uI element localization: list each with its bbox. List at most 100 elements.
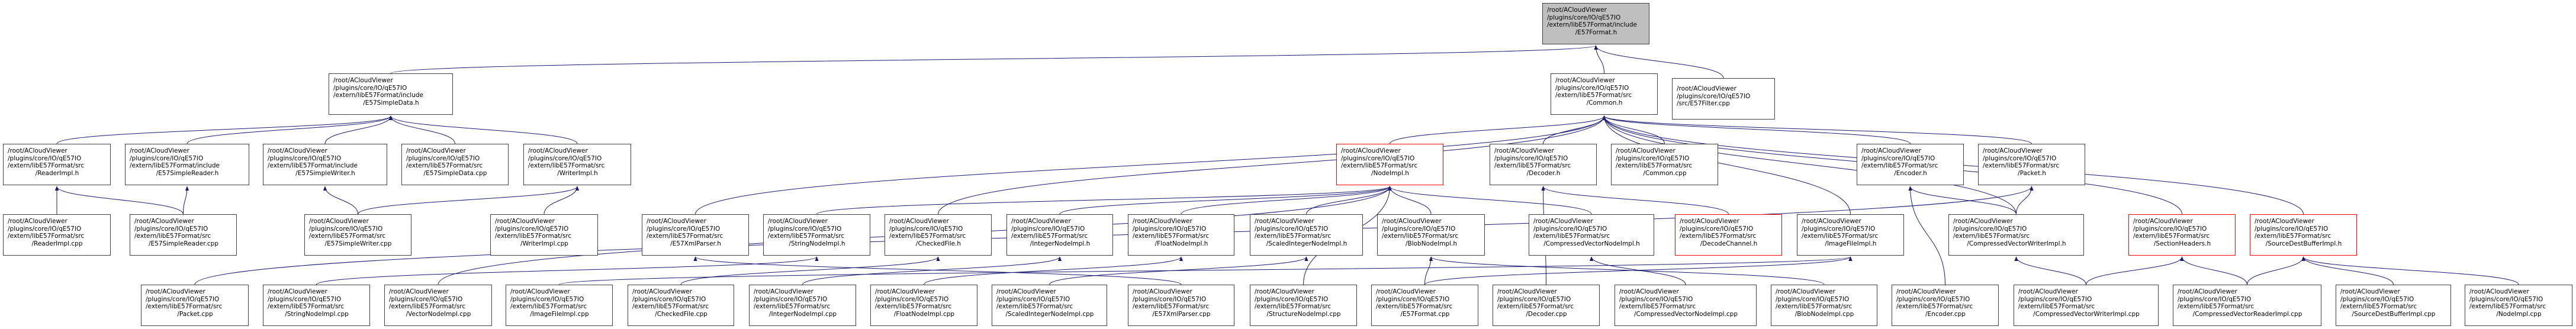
dependency-edge-e57-xml-parser-cpp-to-e57-xml-parser-h	[693, 256, 1182, 285]
node-label-line: /root/ACloudViewer	[1133, 288, 1192, 295]
graph-node-writer-impl-h[interactable]: /root/ACloudViewer/plugins/core/IO/qE57I…	[523, 144, 631, 185]
node-label-line: /Common.h	[1586, 99, 1623, 107]
graph-node-float-node-impl-cpp[interactable]: /root/ACloudViewer/plugins/core/IO/qE57I…	[870, 285, 977, 326]
graph-node-e57-simple-writer-h[interactable]: /root/ACloudViewer/plugins/core/IO/qE57I…	[263, 144, 387, 185]
node-label-line: /plugins/core/IO/qE57IO	[1255, 295, 1329, 303]
graph-node-decoder-h[interactable]: /root/ACloudViewer/plugins/core/IO/qE57I…	[1490, 144, 1597, 185]
node-label-line: /root/ACloudViewer	[1547, 7, 1607, 14]
graph-node-blob-node-impl-cpp[interactable]: /root/ACloudViewer/plugins/core/IO/qE57I…	[1771, 285, 1877, 326]
node-label-line: /plugins/core/IO/qE57IO	[1616, 154, 1690, 162]
graph-node-integer-node-impl-cpp[interactable]: /root/ACloudViewer/plugins/core/IO/qE57I…	[749, 285, 856, 326]
graph-node-compressed-vector-node-impl-cpp[interactable]: /root/ACloudViewer/plugins/core/IO/qE57I…	[1615, 285, 1757, 326]
graph-node-blob-node-impl-h[interactable]: /root/ACloudViewer/plugins/core/IO/qE57I…	[1377, 214, 1485, 256]
node-label-line: /root/ACloudViewer	[1376, 288, 1436, 295]
node-label-line: /extern/libE57Format/src	[406, 162, 483, 170]
graph-node-e57-simple-data-h[interactable]: /root/ACloudViewer/plugins/core/IO/qE57I…	[329, 73, 453, 115]
node-label-line: /extern/libE57Format/src	[389, 303, 466, 311]
node-label-line: /plugins/core/IO/qE57IO	[1376, 295, 1450, 303]
node-label-line: /root/ACloudViewer	[2469, 288, 2529, 295]
node-label-line: /Encoder.h	[1894, 169, 1927, 177]
graph-node-decode-channel-h[interactable]: /root/ACloudViewer/plugins/core/IO/qE57I…	[1675, 214, 1782, 256]
node-label-line: /root/ACloudViewer	[268, 147, 327, 154]
dependency-edge-compressed-vector-writer-impl-cpp-to-compressed-vector-writer-impl-h	[2014, 256, 2086, 285]
graph-node-reader-impl-h[interactable]: /root/ACloudViewer/plugins/core/IO/qE57I…	[3, 144, 111, 185]
graph-node-encoder-cpp[interactable]: /root/ACloudViewer/plugins/core/IO/qE57I…	[1892, 285, 1999, 326]
node-label-line: /extern/libE57Format/src	[632, 303, 709, 311]
graph-node-e57-simple-reader-cpp[interactable]: /root/ACloudViewer/plugins/core/IO/qE57I…	[130, 214, 237, 256]
node-label-line: /extern/libE57Format/src	[268, 303, 345, 311]
graph-node-compressed-vector-reader-impl-cpp[interactable]: /root/ACloudViewer/plugins/core/IO/qE57I…	[2173, 285, 2321, 326]
node-label-line: /extern/libE57Format/src	[8, 162, 85, 170]
node-label-line: /SectionHeaders.h	[2153, 240, 2211, 247]
graph-node-vector-node-impl-cpp[interactable]: /root/ACloudViewer/plugins/core/IO/qE57I…	[384, 285, 492, 326]
node-label-line: /root/ACloudViewer	[1255, 218, 1314, 225]
dependency-edge-e57-format-cpp-to-image-file-impl-h	[1424, 256, 1853, 285]
graph-node-float-node-impl-h[interactable]: /root/ACloudViewer/plugins/core/IO/qE57I…	[1128, 214, 1234, 256]
graph-node-image-file-impl-cpp[interactable]: /root/ACloudViewer/plugins/core/IO/qE57I…	[506, 285, 613, 326]
dependency-edge-encoder-h-to-common-h	[1602, 115, 1911, 144]
graph-node-checked-file-cpp[interactable]: /root/ACloudViewer/plugins/core/IO/qE57I…	[628, 285, 734, 326]
graph-node-node-impl-h[interactable]: /root/ACloudViewer/plugins/core/IO/qE57I…	[1336, 144, 1443, 185]
dependency-edge-checked-file-h-to-common-h	[938, 115, 1606, 215]
graph-node-common-h[interactable]: /root/ACloudViewer/plugins/core/IO/qE57I…	[1551, 73, 1658, 115]
graph-node-structure-node-impl-cpp[interactable]: /root/ACloudViewer/plugins/core/IO/qE57I…	[1250, 285, 1357, 326]
node-label-line: /root/ACloudViewer	[647, 218, 706, 225]
dependency-edge-compressed-vector-writer-impl-h-to-common-h	[1602, 115, 2017, 215]
node-label-line: /plugins/core/IO/qE57IO	[768, 225, 842, 233]
dependency-edge-string-node-impl-h-to-node-impl-h	[816, 186, 1392, 215]
graph-node-e57-xml-parser-cpp[interactable]: /root/ACloudViewer/plugins/core/IO/qE57I…	[1128, 285, 1234, 326]
graph-node-e57-simple-writer-cpp[interactable]: /root/ACloudViewer/plugins/core/IO/qE57I…	[304, 214, 411, 256]
graph-node-node-impl-cpp[interactable]: /root/ACloudViewer/plugins/core/IO/qE57I…	[2465, 285, 2572, 326]
node-label-line: /plugins/core/IO/qE57IO	[130, 154, 204, 162]
node-label-line: /extern/libE57Format/src	[1533, 233, 1610, 240]
node-label-line: /src/E57Filter.cpp	[1677, 100, 1730, 108]
graph-node-checked-file-h[interactable]: /root/ACloudViewer/plugins/core/IO/qE57I…	[885, 214, 992, 256]
graph-node-compressed-vector-writer-impl-cpp[interactable]: /root/ACloudViewer/plugins/core/IO/qE57I…	[2014, 285, 2159, 326]
graph-node-source-dest-buffer-impl-cpp[interactable]: /root/ACloudViewer/plugins/core/IO/qE57I…	[2336, 285, 2451, 326]
node-label-line: /plugins/core/IO/qE57IO	[1680, 225, 1754, 233]
graph-node-section-headers-h[interactable]: /root/ACloudViewer/plugins/core/IO/qE57I…	[2128, 214, 2236, 256]
graph-node-e57-format-h[interactable]: /root/ACloudViewer/plugins/core/IO/qE57I…	[1542, 3, 1649, 44]
graph-node-packet-cpp[interactable]: /root/ACloudViewer/plugins/core/IO/qE57I…	[141, 285, 249, 326]
graph-node-packet-h[interactable]: /root/ACloudViewer/plugins/core/IO/qE57I…	[1978, 144, 2085, 185]
graph-node-scaled-integer-node-impl-cpp[interactable]: /root/ACloudViewer/plugins/core/IO/qE57I…	[992, 285, 1107, 326]
node-label-line: /root/ACloudViewer	[2133, 218, 2193, 225]
node-label-line: /extern/libE57Format/src	[1494, 162, 1571, 170]
node-label-line: /extern/libE57Format/src	[875, 303, 952, 311]
node-label-line: /root/ACloudViewer	[1619, 288, 1679, 295]
graph-node-e57-simple-data-cpp[interactable]: /root/ACloudViewer/plugins/core/IO/qE57I…	[401, 144, 509, 185]
node-label-line: /extern/libE57Format/src	[1953, 233, 2030, 240]
dependency-edge-image-file-impl-cpp-to-image-file-impl-h	[559, 256, 1852, 285]
dependency-edge-float-node-impl-h-to-node-impl-h	[1181, 186, 1392, 215]
graph-node-string-node-impl-h[interactable]: /root/ACloudViewer/plugins/core/IO/qE57I…	[763, 214, 870, 256]
node-label-line: /root/ACloudViewer	[1680, 218, 1739, 225]
graph-node-e57-format-cpp[interactable]: /root/ACloudViewer/plugins/core/IO/qE57I…	[1371, 285, 1478, 326]
dependency-edge-reader-impl-h-to-e57-simple-data-h	[56, 115, 393, 144]
node-label-line: /extern/libE57Format/include	[130, 162, 220, 170]
graph-node-e57-filter-cpp[interactable]: /root/ACloudViewer/plugins/core/IO/qE57I…	[1672, 78, 1775, 120]
node-label-line: /Decoder.cpp	[1526, 310, 1567, 318]
graph-node-compressed-vector-writer-impl-h[interactable]: /root/ACloudViewer/plugins/core/IO/qE57I…	[1948, 214, 2084, 256]
node-label-line: /root/ACloudViewer	[1382, 218, 1442, 225]
node-label-line: /root/ACloudViewer	[309, 218, 369, 225]
dependency-edge-float-node-impl-cpp-to-float-node-impl-h	[924, 256, 1184, 285]
graph-node-decoder-cpp[interactable]: /root/ACloudViewer/plugins/core/IO/qE57I…	[1493, 285, 1600, 326]
graph-node-common-cpp[interactable]: /root/ACloudViewer/plugins/core/IO/qE57I…	[1611, 144, 1718, 185]
node-label-line: /SourceDestBufferImpl.h	[2265, 240, 2342, 247]
graph-node-writer-impl-cpp[interactable]: /root/ACloudViewer/plugins/core/IO/qE57I…	[490, 214, 598, 256]
node-label-line: /E57XmlParser.h	[670, 240, 721, 247]
graph-node-image-file-impl-h[interactable]: /root/ACloudViewer/plugins/core/IO/qE57I…	[1797, 214, 1904, 256]
node-label-line: /plugins/core/IO/qE57IO	[1133, 225, 1207, 233]
graph-node-reader-impl-cpp[interactable]: /root/ACloudViewer/plugins/core/IO/qE57I…	[3, 214, 111, 256]
graph-node-e57-simple-reader-h[interactable]: /root/ACloudViewer/plugins/core/IO/qE57I…	[125, 144, 249, 185]
graph-node-string-node-impl-cpp[interactable]: /root/ACloudViewer/plugins/core/IO/qE57I…	[263, 285, 370, 326]
dependency-edge-e57-simple-data-h-to-e57-format-h	[390, 45, 1598, 74]
graph-node-source-dest-buffer-impl-h[interactable]: /root/ACloudViewer/plugins/core/IO/qE57I…	[2250, 214, 2357, 256]
node-label-line: /extern/libE57Format/src	[1555, 92, 1632, 99]
graph-node-scaled-integer-node-impl-h[interactable]: /root/ACloudViewer/plugins/core/IO/qE57I…	[1250, 214, 1363, 256]
graph-node-e57-xml-parser-h[interactable]: /root/ACloudViewer/plugins/core/IO/qE57I…	[642, 214, 749, 256]
graph-node-compressed-vector-node-impl-h[interactable]: /root/ACloudViewer/plugins/core/IO/qE57I…	[1529, 214, 1654, 256]
graph-node-integer-node-impl-h[interactable]: /root/ACloudViewer/plugins/core/IO/qE57I…	[1006, 214, 1113, 256]
node-label-line: /extern/libE57Format/src	[528, 162, 605, 170]
graph-node-encoder-h[interactable]: /root/ACloudViewer/plugins/core/IO/qE57I…	[1857, 144, 1964, 185]
